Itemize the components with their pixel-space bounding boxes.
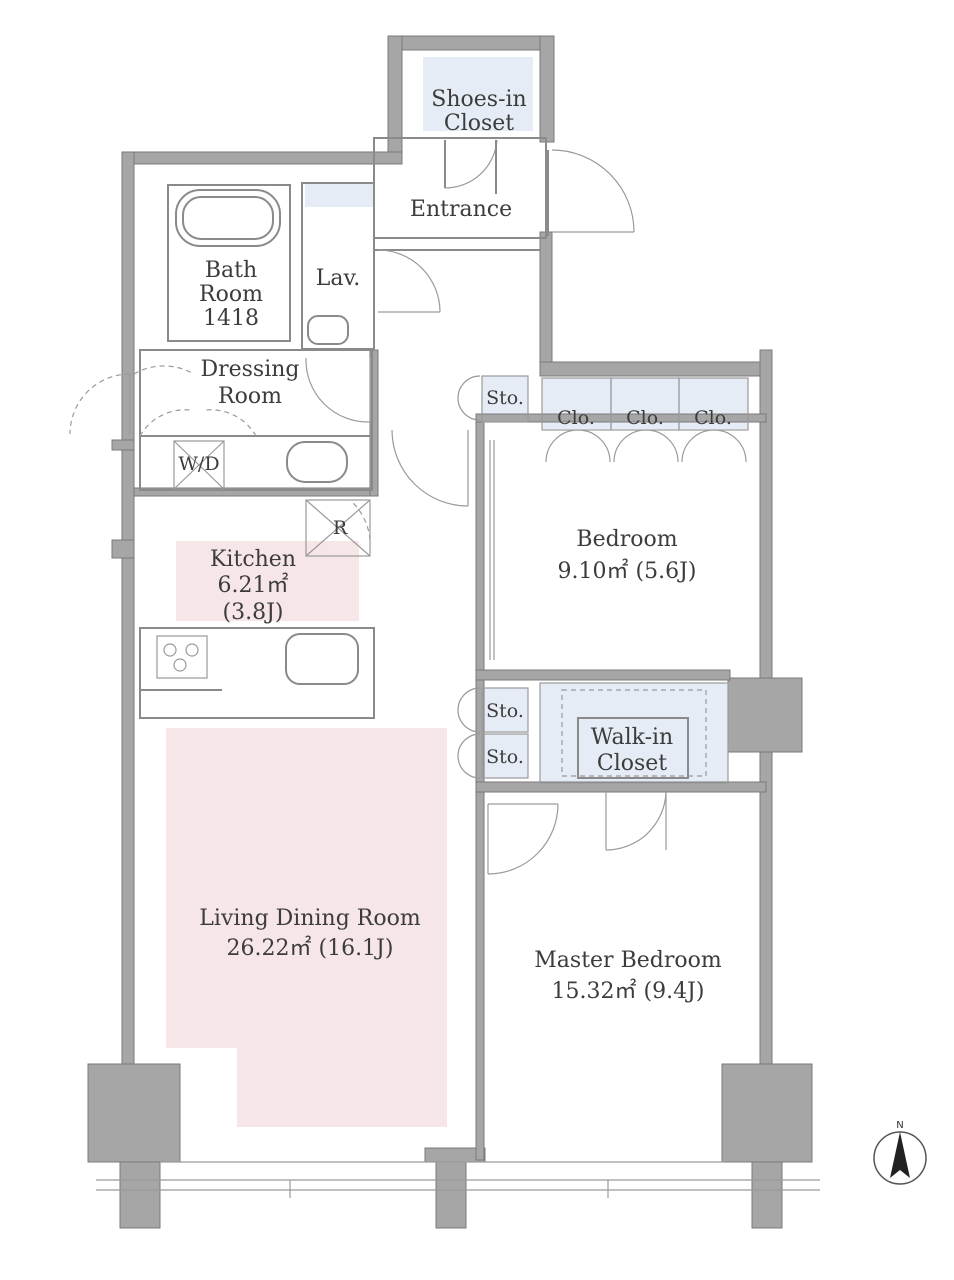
bedroom-label-1: Bedroom <box>576 527 677 552</box>
walkin-label-1: Walk-in <box>591 725 673 750</box>
living-label-1: Living Dining Room <box>199 906 421 931</box>
bedroom-label-2: 9.10㎡ (5.6J) <box>558 558 697 584</box>
entrance-label: Entrance <box>410 197 512 222</box>
compass-north-label: N <box>896 1120 903 1131</box>
clo-1-label: Clo. <box>557 407 595 429</box>
kitchen-label-2: 6.21㎡ <box>218 572 289 598</box>
sto-low-label: Sto. <box>486 746 524 768</box>
walkin-label-2: Closet <box>597 751 667 776</box>
clo-3-label: Clo. <box>694 407 732 429</box>
doors <box>69 139 747 875</box>
dressing-label-1: Dressing <box>200 357 299 382</box>
walls <box>87 35 813 1229</box>
bath-label-1: Bath <box>205 258 257 283</box>
dressing-label-2: Room <box>218 384 282 409</box>
master-label-2: 15.32㎡ (9.4J) <box>552 978 705 1004</box>
bath-label-2: Room <box>199 282 263 307</box>
kitchen-highlight <box>176 541 359 621</box>
shoes-closet-fill <box>423 57 533 131</box>
lav-shelf-fill <box>305 183 373 207</box>
clo-2-label: Clo. <box>626 407 664 429</box>
sto-top-label: Sto. <box>486 387 524 409</box>
windows <box>96 1161 820 1198</box>
shoes-closet-label-2: Closet <box>444 111 514 136</box>
kitchen-label-3: (3.8J) <box>223 600 284 625</box>
lav-label: Lav. <box>316 266 361 291</box>
wd-label: W/D <box>178 453 219 475</box>
walkin-fill <box>540 683 728 783</box>
living-label-2: 26.22㎡ (16.1J) <box>227 935 394 961</box>
sto-low-fill <box>482 734 528 778</box>
bath-label-3: 1418 <box>203 306 259 331</box>
master-label-1: Master Bedroom <box>534 948 722 973</box>
sto-mid-label: Sto. <box>486 700 524 722</box>
living-highlight <box>166 728 447 1127</box>
refrigerator-label: R <box>333 517 348 539</box>
compass-icon: N <box>873 1120 927 1185</box>
shoes-closet-label-1: Shoes-in <box>431 87 526 112</box>
sto-mid-fill <box>482 688 528 732</box>
kitchen-label-1: Kitchen <box>210 547 296 572</box>
